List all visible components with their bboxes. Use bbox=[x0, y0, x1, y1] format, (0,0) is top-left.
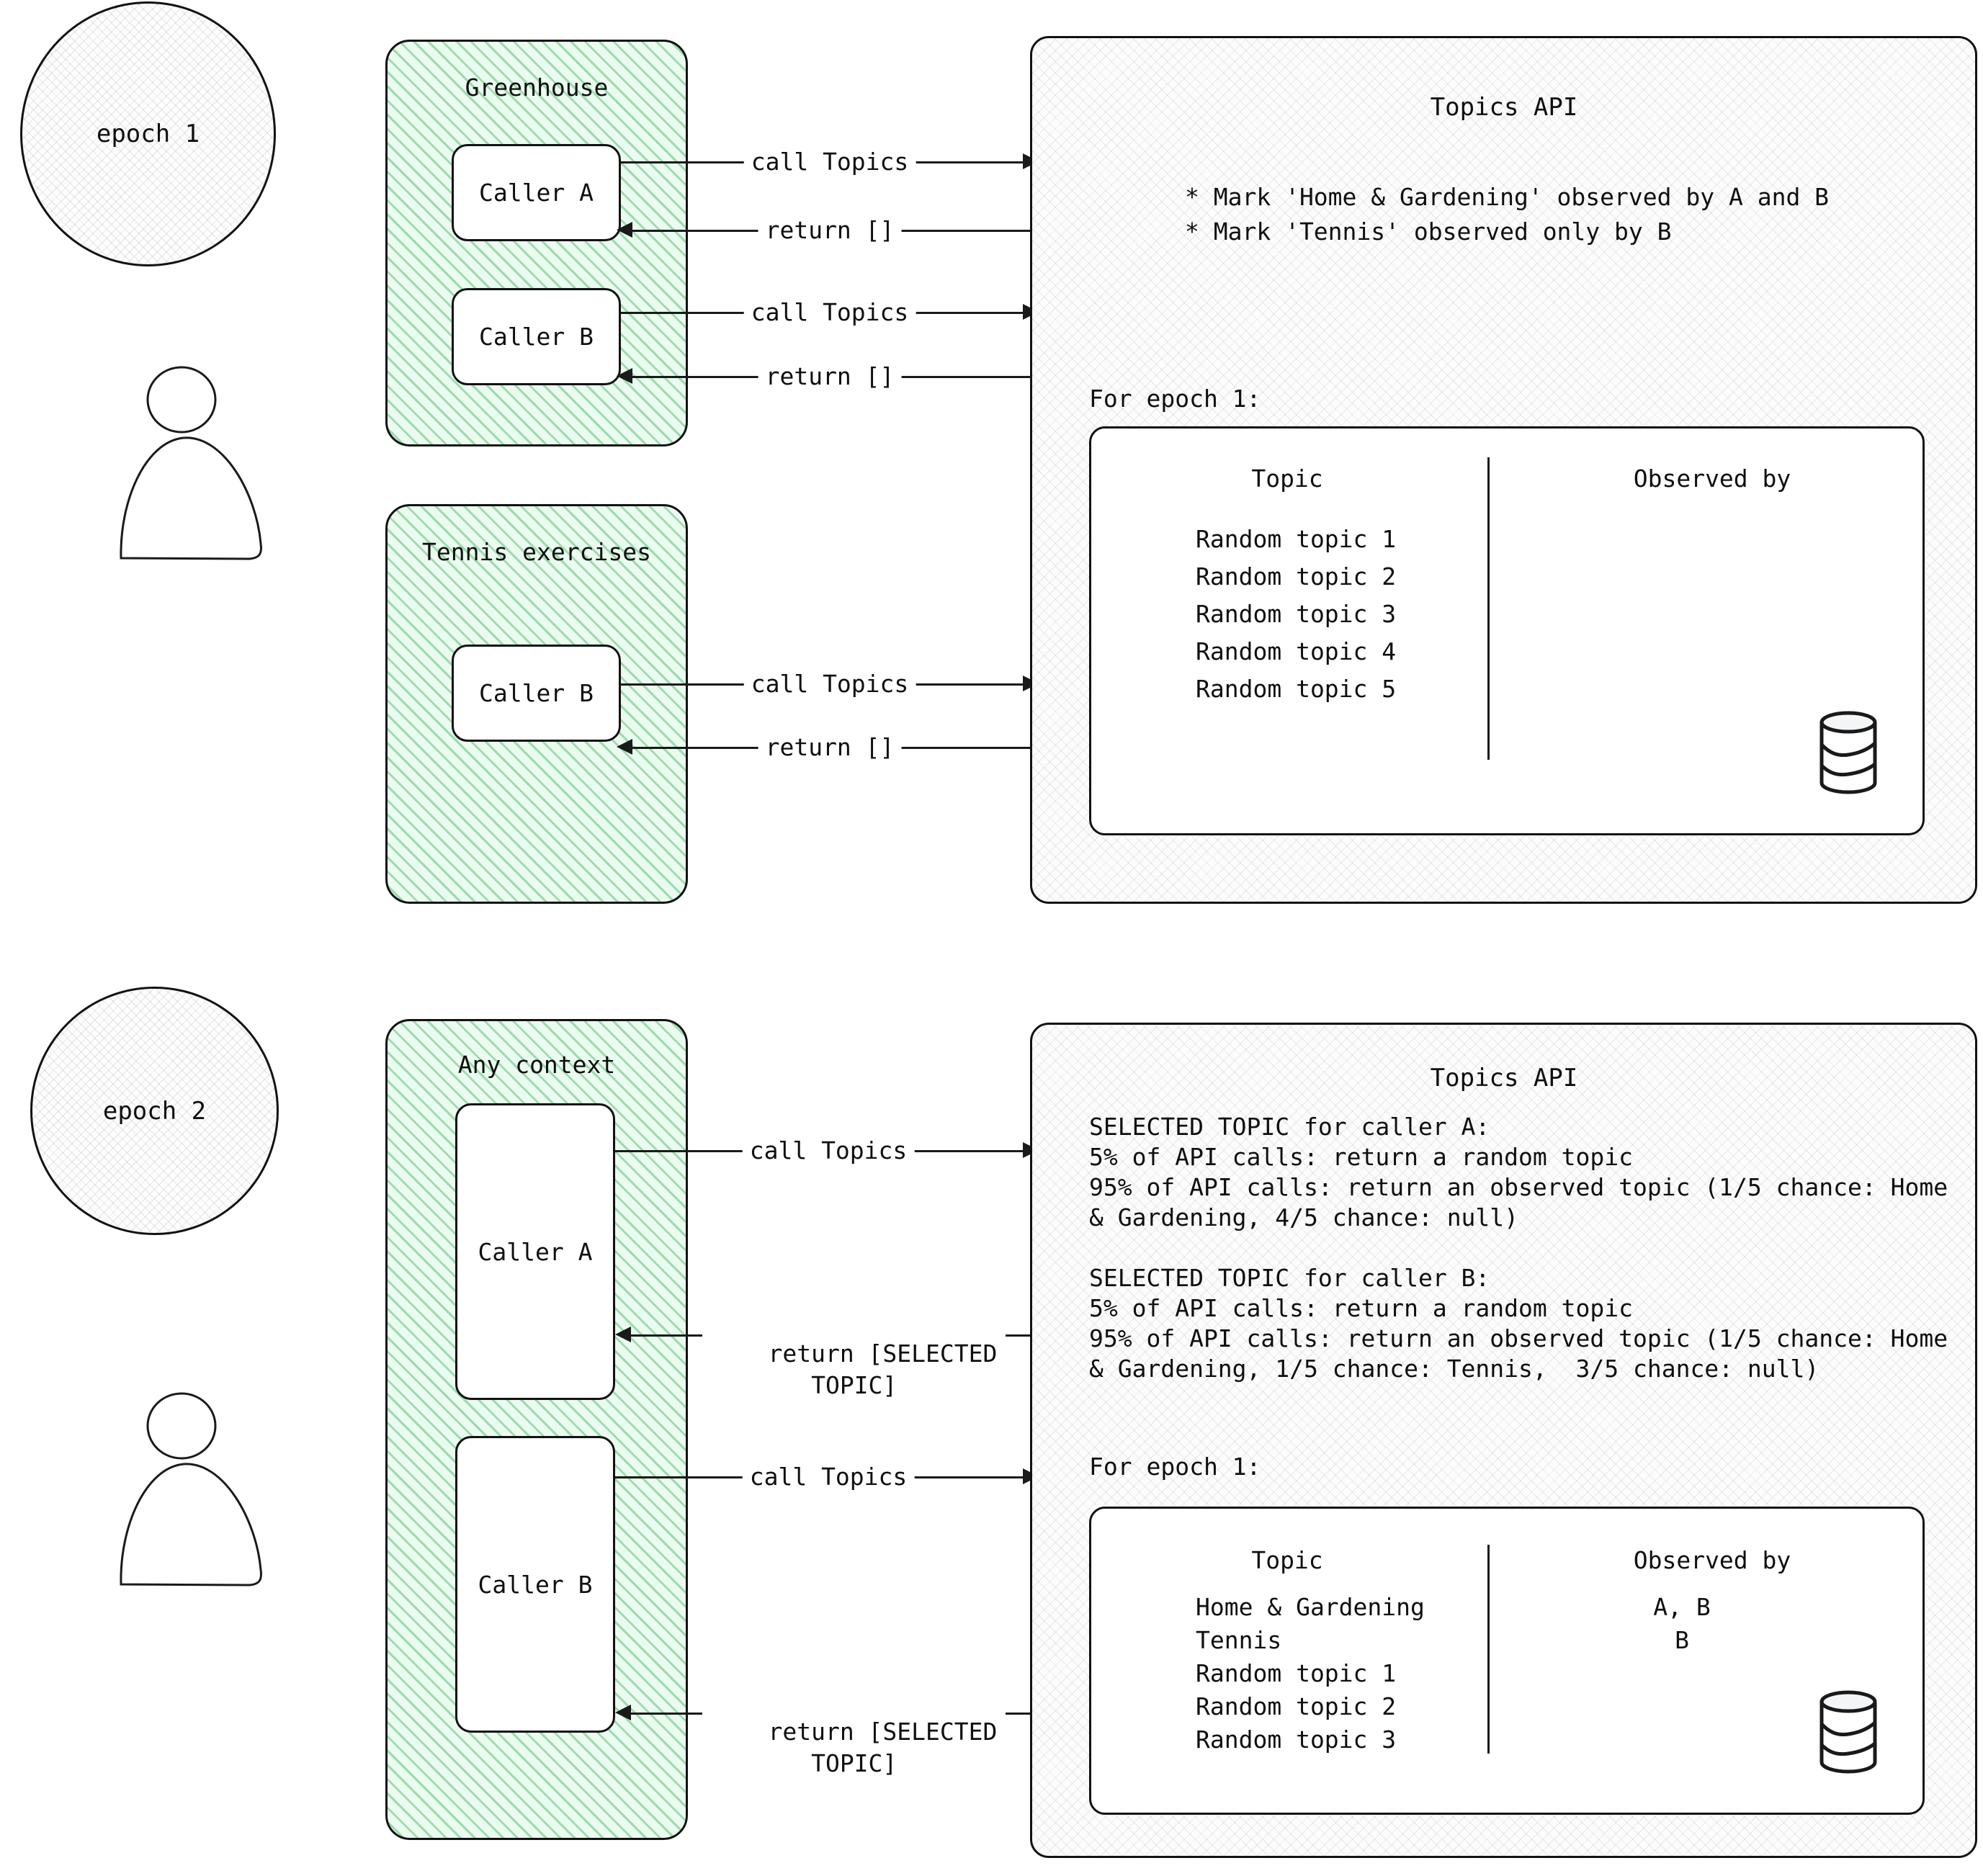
table-header-topic: Topic bbox=[1251, 464, 1323, 493]
topics-table-epoch-2: Topic Observed by Home & Gardening Tenni… bbox=[1089, 1507, 1925, 1815]
arrow-head-return-b1 bbox=[617, 368, 632, 384]
body-line-5 bbox=[1089, 1234, 1104, 1262]
body-line-9: & Gardening, 1/5 chance: Tennis, 3/5 cha… bbox=[1089, 1355, 1819, 1383]
arrow-label-return: return [] bbox=[758, 218, 902, 242]
arrow-label-return-selected-topic: return [SELECTED TOPIC] bbox=[702, 1682, 1006, 1814]
caller-label: Caller B bbox=[478, 1570, 593, 1599]
arrow-head-return-tb bbox=[617, 739, 632, 755]
topics-api-bullets-epoch-1: * Mark 'Home & Gardening' observed by A … bbox=[1185, 180, 1829, 249]
topics-api-title: Topics API bbox=[1430, 93, 1578, 122]
arrow-label-call-topics: call Topics bbox=[743, 150, 916, 174]
body-line-7: 5% of API calls: return a random topic bbox=[1089, 1294, 1633, 1322]
body-line-3: 95% of API calls: return an observed top… bbox=[1089, 1173, 1948, 1201]
table-cell-topic: Random topic 3 bbox=[1196, 600, 1397, 628]
table-caption-epoch-2: For epoch 1: bbox=[1089, 1453, 1261, 1481]
arrow-label-return-selected-topic: return [SELECTED TOPIC] bbox=[702, 1303, 1006, 1436]
arrow-head-return-b2 bbox=[615, 1705, 631, 1720]
caller-label: Caller A bbox=[479, 179, 594, 207]
table-cell-observed-by: B bbox=[1675, 1626, 1689, 1654]
user-person-icon bbox=[115, 1390, 281, 1588]
caller-box-greenhouse-a[interactable]: Caller A bbox=[452, 144, 621, 241]
table-column-divider bbox=[1487, 457, 1490, 760]
caller-box-greenhouse-b[interactable]: Caller B bbox=[452, 288, 621, 385]
caller-label: Caller B bbox=[479, 323, 594, 351]
table-cell-topic: Random topic 1 bbox=[1196, 525, 1397, 553]
table-cell-topic: Random topic 1 bbox=[1196, 1659, 1397, 1687]
body-line-1: SELECTED TOPIC for caller A: bbox=[1089, 1113, 1490, 1141]
caller-box-any-a[interactable]: Caller A bbox=[455, 1103, 615, 1400]
arrow-label-return-line-1: return [SELECTED TOPIC] bbox=[768, 1339, 998, 1399]
arrow-head-return-a1 bbox=[617, 222, 632, 238]
database-cylinder-icon bbox=[1817, 1690, 1879, 1774]
arrow-label-return: return [] bbox=[758, 364, 902, 388]
arrow-label-return: return [] bbox=[758, 735, 902, 759]
caller-box-any-b[interactable]: Caller B bbox=[455, 1436, 615, 1733]
table-caption-epoch-1: For epoch 1: bbox=[1089, 385, 1261, 413]
arrow-label-call-topics: call Topics bbox=[742, 1139, 915, 1162]
bullet-line-2: * Mark 'Tennis' observed only by B bbox=[1185, 217, 1672, 246]
arrow-label-call-topics: call Topics bbox=[743, 672, 916, 696]
caller-label: Caller B bbox=[479, 679, 594, 707]
topics-api-body-epoch-2: SELECTED TOPIC for caller A:5% of API ca… bbox=[1089, 1112, 1948, 1384]
table-header-observed-by: Observed by bbox=[1633, 464, 1791, 493]
topics-api-title: Topics API bbox=[1430, 1064, 1578, 1092]
caller-box-tennis-b[interactable]: Caller B bbox=[452, 645, 621, 742]
table-cell-observed-by: A, B bbox=[1653, 1593, 1711, 1621]
arrow-label-call-topics: call Topics bbox=[743, 300, 916, 324]
topics-table-epoch-1: Topic Observed by Random topic 1 Random … bbox=[1089, 426, 1925, 835]
user-person-icon bbox=[115, 364, 281, 562]
table-cell-topic: Random topic 4 bbox=[1196, 637, 1397, 665]
table-cell-topic: Random topic 3 bbox=[1196, 1725, 1397, 1754]
context-greenhouse bbox=[385, 40, 688, 446]
table-header-observed-by: Observed by bbox=[1633, 1546, 1791, 1574]
arrow-head-return-a2 bbox=[615, 1327, 631, 1342]
table-cell-topic: Random topic 2 bbox=[1196, 1692, 1397, 1720]
context-tennis-exercises-label: Tennis exercises bbox=[422, 538, 651, 566]
table-cell-topic: Tennis bbox=[1196, 1626, 1282, 1654]
table-column-divider bbox=[1487, 1545, 1490, 1754]
context-greenhouse-label: Greenhouse bbox=[465, 73, 609, 102]
body-line-2: 5% of API calls: return a random topic bbox=[1089, 1143, 1633, 1171]
epoch-2-label: epoch 2 bbox=[102, 1096, 207, 1126]
arrow-label-return-line-1: return [SELECTED TOPIC] bbox=[768, 1718, 998, 1777]
arrow-label-call-topics: call Topics bbox=[742, 1465, 915, 1489]
table-cell-topic: Random topic 5 bbox=[1196, 675, 1397, 703]
epoch-1-label: epoch 1 bbox=[96, 120, 200, 148]
body-line-4: & Gardening, 4/5 chance: null) bbox=[1089, 1203, 1519, 1231]
epoch-2-circle: epoch 2 bbox=[30, 987, 279, 1235]
context-any-context-label: Any context bbox=[457, 1051, 616, 1079]
table-header-topic: Topic bbox=[1251, 1546, 1323, 1574]
table-cell-topic: Random topic 2 bbox=[1196, 562, 1397, 591]
table-cell-topic: Home & Gardening bbox=[1196, 1593, 1425, 1621]
caller-label: Caller A bbox=[478, 1237, 593, 1266]
database-cylinder-icon bbox=[1817, 711, 1879, 794]
body-line-8: 95% of API calls: return an observed top… bbox=[1089, 1324, 1948, 1352]
bullet-line-1: * Mark 'Home & Gardening' observed by A … bbox=[1185, 183, 1830, 211]
body-line-6: SELECTED TOPIC for caller B: bbox=[1089, 1264, 1490, 1292]
epoch-1-circle: epoch 1 bbox=[20, 1, 276, 266]
